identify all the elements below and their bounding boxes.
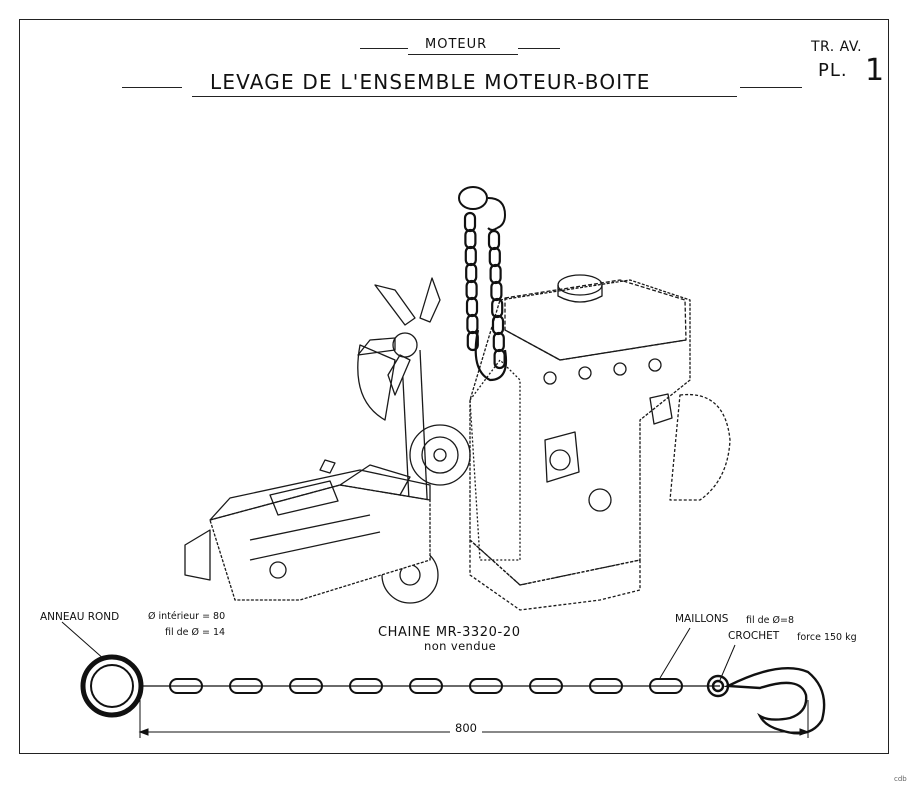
lift-chain-link — [463, 211, 477, 233]
corner-mark: cdb — [894, 775, 907, 783]
chain-link — [349, 678, 383, 694]
drawing-frame — [19, 19, 889, 754]
ring-inner-diameter: Ø intérieur = 80 — [148, 611, 226, 622]
lift-chain-link — [465, 262, 478, 284]
plate-number: 1 — [865, 53, 885, 88]
chain-link — [469, 678, 503, 694]
section-rule-left — [360, 48, 408, 49]
lift-chain-link — [466, 313, 479, 335]
chain-link — [229, 678, 263, 694]
lift-chain-link — [465, 279, 478, 301]
lift-chain-link — [466, 330, 479, 352]
title-rule-left — [122, 87, 182, 88]
lift-chain-link — [487, 229, 501, 251]
reference-code: TR. AV. — [811, 39, 863, 55]
lift-chain-link — [464, 245, 477, 267]
lift-chain-link — [489, 263, 502, 285]
round-ring — [80, 654, 144, 718]
chain-link — [529, 678, 563, 694]
links-wire-diameter: fil de Ø=8 — [746, 615, 795, 626]
lift-chain-link — [493, 348, 506, 370]
chain-length-dimension: 800 — [450, 722, 482, 735]
lift-chain-link — [464, 228, 477, 250]
links-label: MAILLONS — [675, 613, 729, 625]
plate-prefix: PL. — [818, 60, 848, 81]
chain-reference: CHAINE MR-3320-20 — [378, 625, 521, 640]
lift-chain-link — [465, 296, 479, 318]
chain-link — [589, 678, 623, 694]
section-rule-right — [518, 48, 560, 49]
section-label: MOTEUR — [425, 37, 488, 52]
plate-title: LEVAGE DE L'ENSEMBLE MOTEUR-BOITE — [210, 70, 651, 94]
chain-link — [169, 678, 203, 694]
lift-chain-link — [490, 280, 503, 302]
ring-wire-diameter: fil de Ø = 14 — [165, 627, 226, 638]
hook — [706, 667, 826, 735]
hook-force: force 150 kg — [797, 632, 857, 643]
chain-note: non vendue — [424, 639, 497, 653]
title-rule-right — [740, 87, 802, 88]
ring-label: ANNEAU ROND — [40, 611, 120, 623]
chain-link — [289, 678, 323, 694]
lift-chain-link — [488, 246, 501, 268]
chain-link — [649, 678, 683, 694]
section-underline — [408, 54, 518, 55]
title-underline — [192, 96, 737, 97]
chain-link — [409, 678, 443, 694]
hook-label: CROCHET — [728, 630, 780, 642]
